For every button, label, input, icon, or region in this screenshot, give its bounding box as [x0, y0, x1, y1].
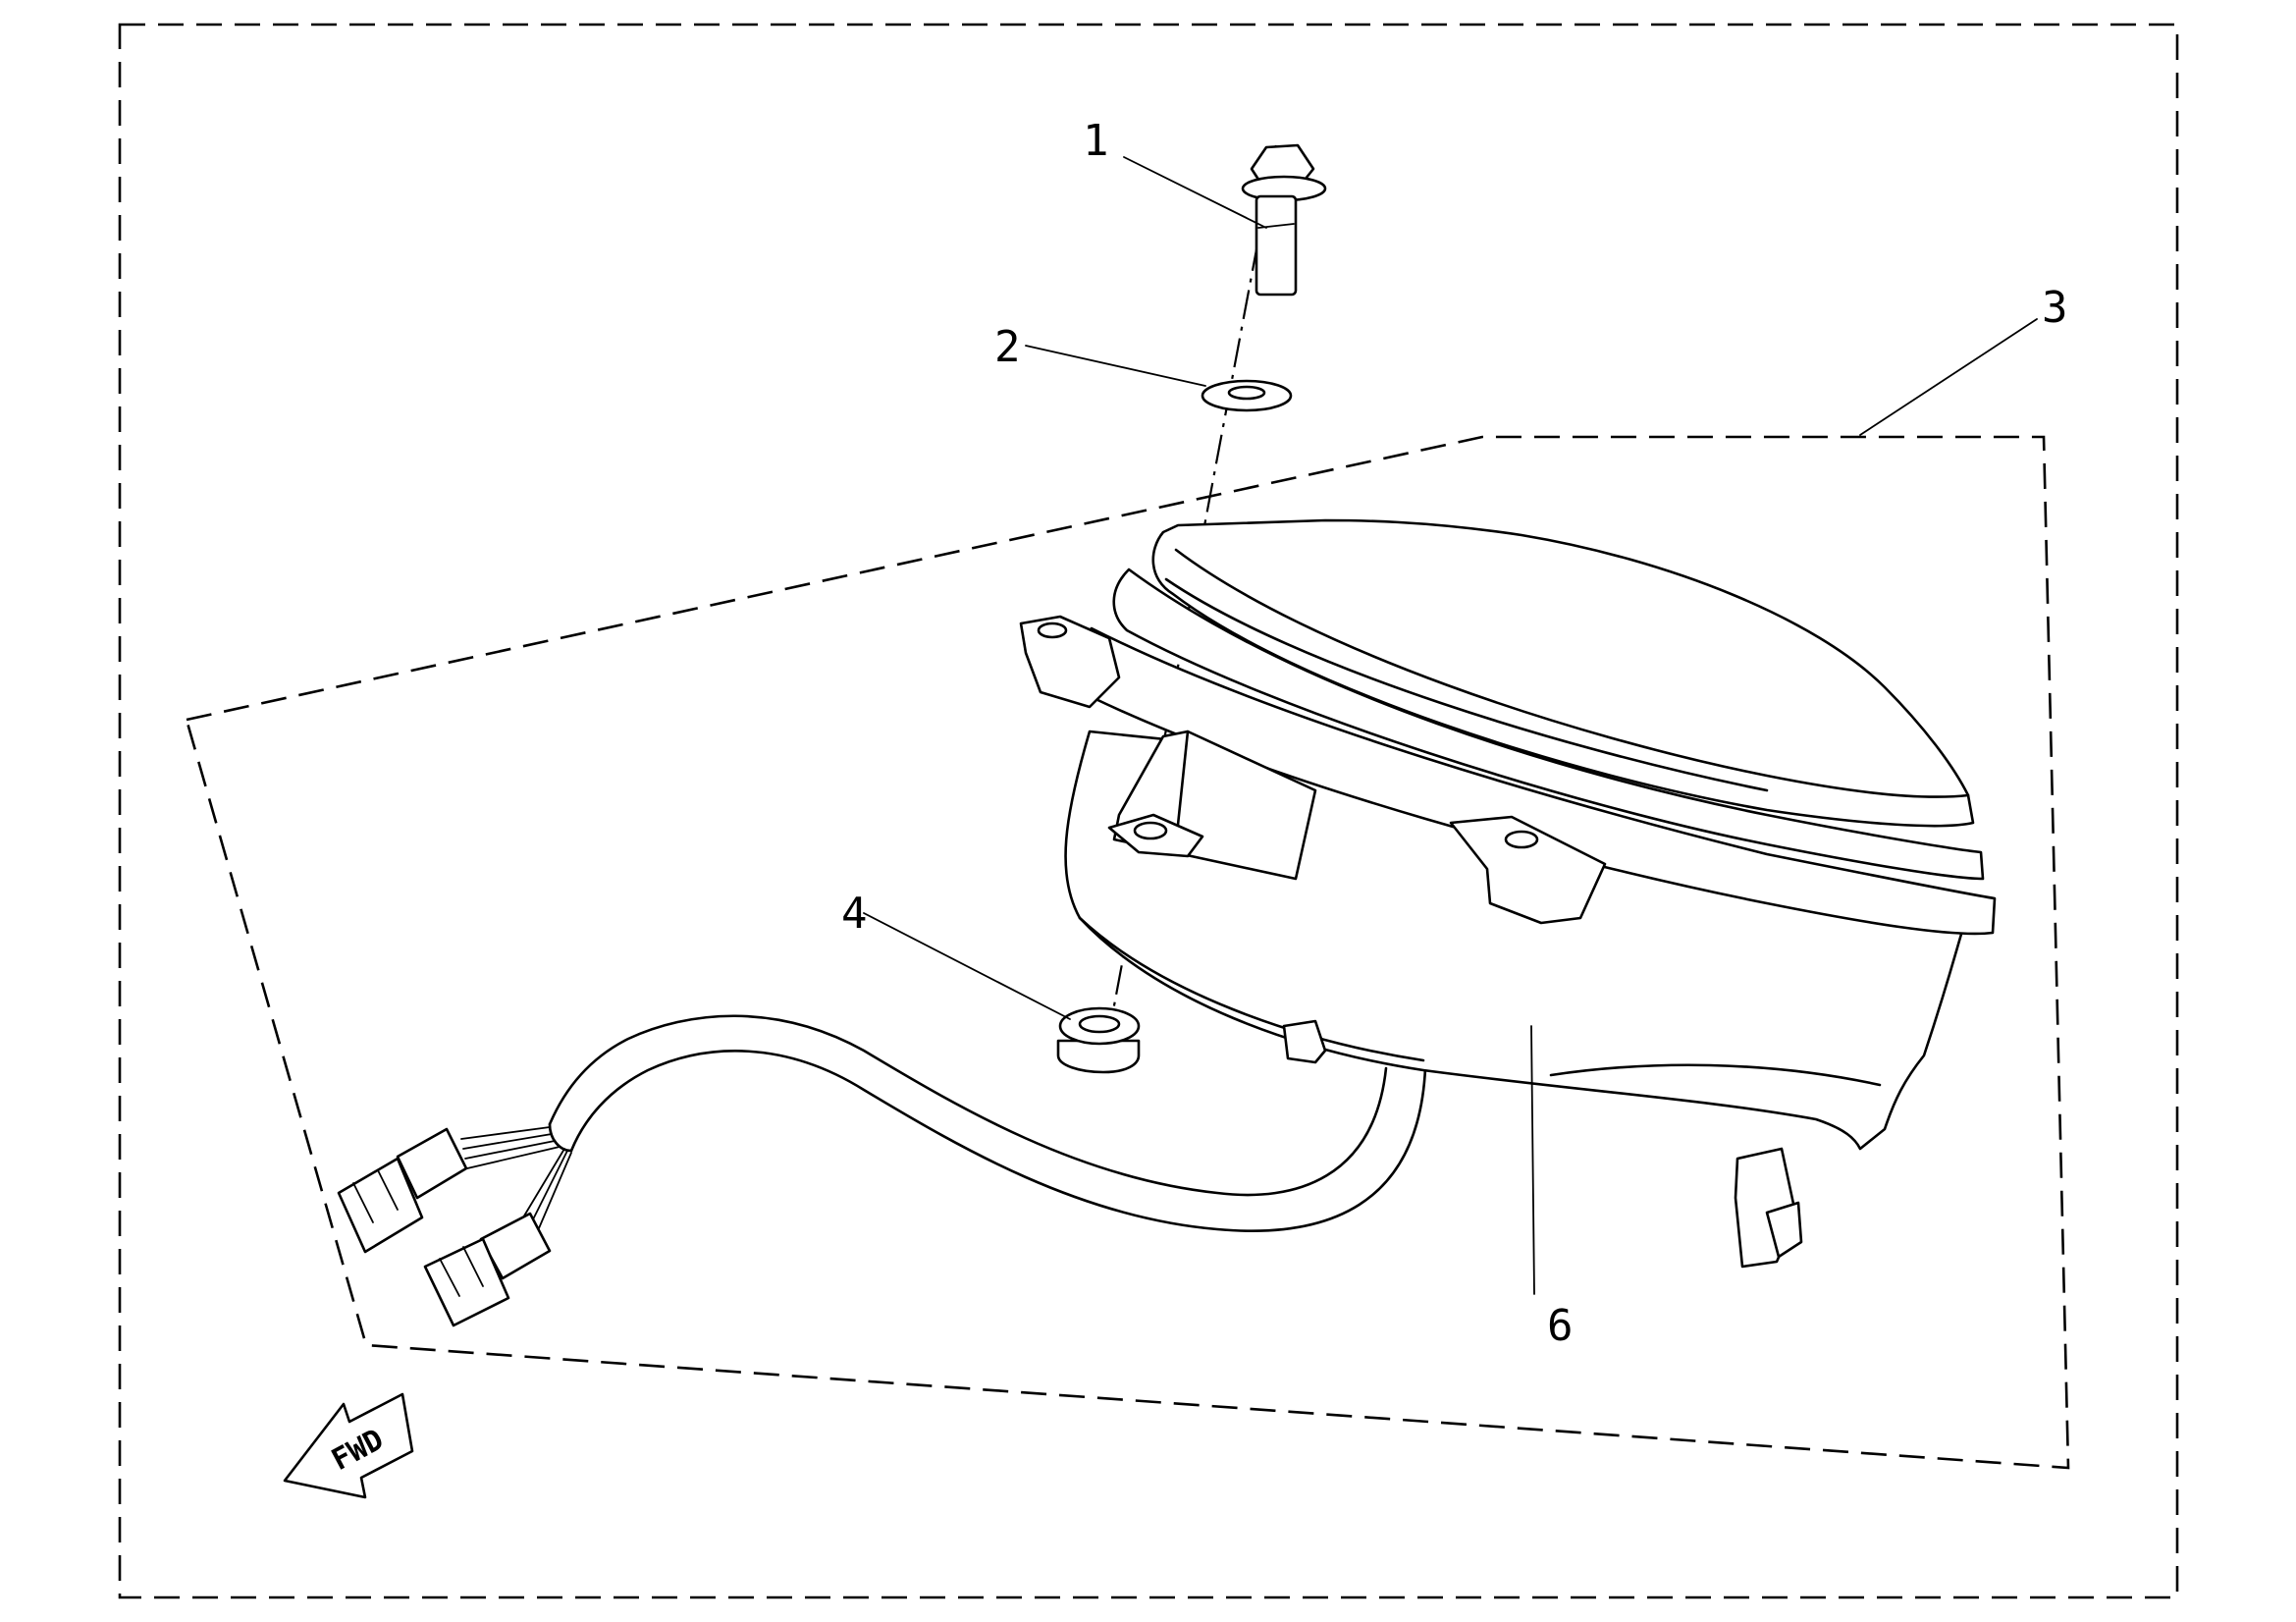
washer — [1201, 379, 1293, 412]
leader-3 — [1859, 318, 2038, 436]
wiring-harness — [460, 1014, 1427, 1236]
callout-4: 4 — [841, 889, 868, 939]
connector-b — [423, 1212, 552, 1327]
callout-1: 1 — [1083, 116, 1109, 166]
assembly-boundary — [185, 435, 2070, 1470]
connector-a — [337, 1127, 468, 1254]
bolt — [1241, 143, 1327, 297]
callout-3: 3 — [2042, 283, 2068, 333]
callout-2: 2 — [994, 322, 1021, 372]
leader-4 — [863, 912, 1071, 1020]
leader-1 — [1123, 156, 1267, 229]
forward-direction-arrow: FWD — [283, 1392, 414, 1499]
grommet — [1056, 1006, 1141, 1074]
leader-6 — [1530, 1025, 1535, 1295]
leader-2 — [1025, 345, 1206, 387]
outer-frame — [118, 23, 2179, 1599]
speedometer-body — [1019, 518, 1997, 1269]
callout-6: 6 — [1547, 1301, 1574, 1351]
